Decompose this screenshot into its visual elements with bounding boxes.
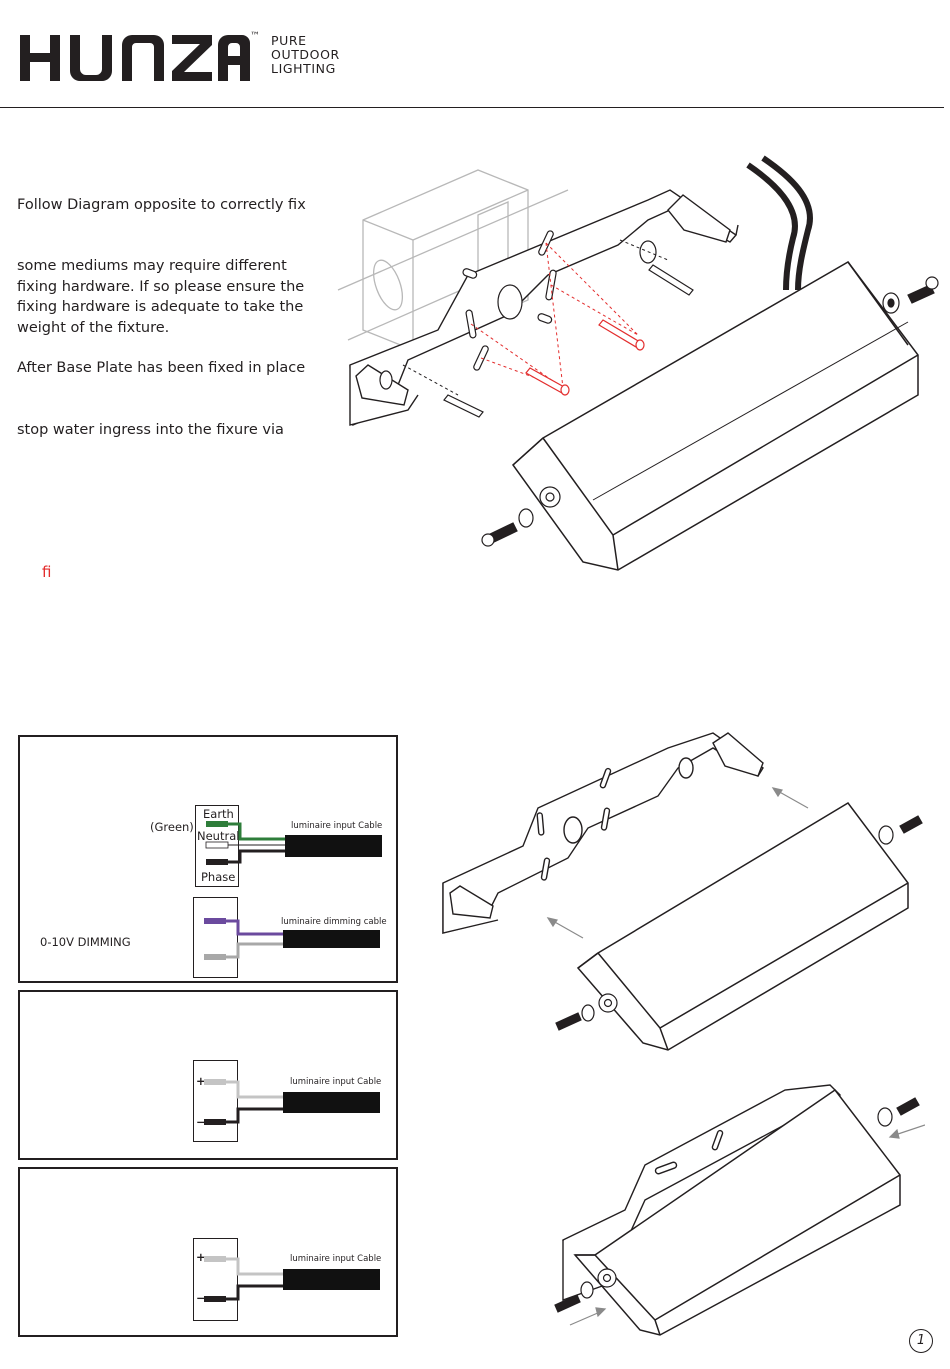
neutral-label: Neutral [197, 829, 240, 843]
minus-label: − [196, 1115, 206, 1129]
ac-cable-label: luminaire input Cable [291, 821, 383, 831]
instruction-text: some mediums may require different [17, 258, 287, 274]
mounting-diagram-illustration [337, 155, 939, 571]
assembly-step-2-illustration [442, 732, 923, 1051]
dimming-label: 0-10V DIMMING [40, 935, 131, 949]
header-divider [0, 107, 944, 108]
ac-wiring-panel [18, 735, 398, 983]
instruction-line-4: stop water ingress into the fixure via [17, 420, 317, 441]
instruction-paragraph-2: some mediums may require different fixin… [17, 256, 317, 338]
plus-label: + [196, 1074, 206, 1088]
dc-cable-label-1: luminaire input Cable [290, 1077, 382, 1087]
tagline-line-2: OUTDOOR [271, 47, 340, 62]
tagline: PURE OUTDOOR LIGHTING [271, 34, 340, 76]
instruction-text: weight of the fixture. [17, 319, 170, 336]
red-text-fragment: fi [42, 563, 52, 581]
dimming-wires [204, 918, 380, 960]
minus-label: − [196, 1291, 206, 1305]
instruction-text: stop water ingress into the fixure via [17, 422, 284, 438]
instruction-text: Follow Diagram opposite to correctly fix [17, 197, 306, 213]
dc-cable-label-2: luminaire input Cable [290, 1254, 382, 1264]
earth-label: Earth [203, 807, 234, 821]
dc-wires-1 [204, 1079, 380, 1125]
instruction-text: After Base Plate has been fixed in place [17, 360, 306, 376]
green-wire-label: (Green) [150, 820, 194, 834]
assembly-step-3-illustration [554, 1084, 925, 1336]
dimming-cable-label: luminaire dimming cable [281, 917, 387, 927]
trademark-symbol: ™ [250, 31, 260, 42]
dc-wires-2 [204, 1256, 380, 1302]
plus-label: + [196, 1250, 206, 1264]
phase-label: Phase [201, 870, 236, 884]
instruction-text: fixing hardware. If so please ensure the [17, 278, 305, 295]
instruction-text: fixing hardware is adequate to take the [17, 299, 304, 315]
tagline-line-3: LIGHTING [271, 61, 336, 76]
dc-wiring-panel-1 [18, 990, 398, 1160]
tagline-line-1: PURE [271, 33, 307, 48]
instruction-line-3: After Base Plate has been fixed in place [17, 358, 317, 379]
dc-terminal-block-2 [193, 1238, 238, 1321]
dc-terminal-block-1 [193, 1060, 238, 1142]
instruction-line-1: Follow Diagram opposite to correctly fix [17, 195, 317, 216]
dimming-terminal-block [193, 897, 238, 978]
ac-wires [205, 821, 382, 865]
hunza-logo [20, 35, 250, 81]
dc-wiring-panel-2 [18, 1167, 398, 1337]
page-number: 1 [909, 1329, 933, 1353]
